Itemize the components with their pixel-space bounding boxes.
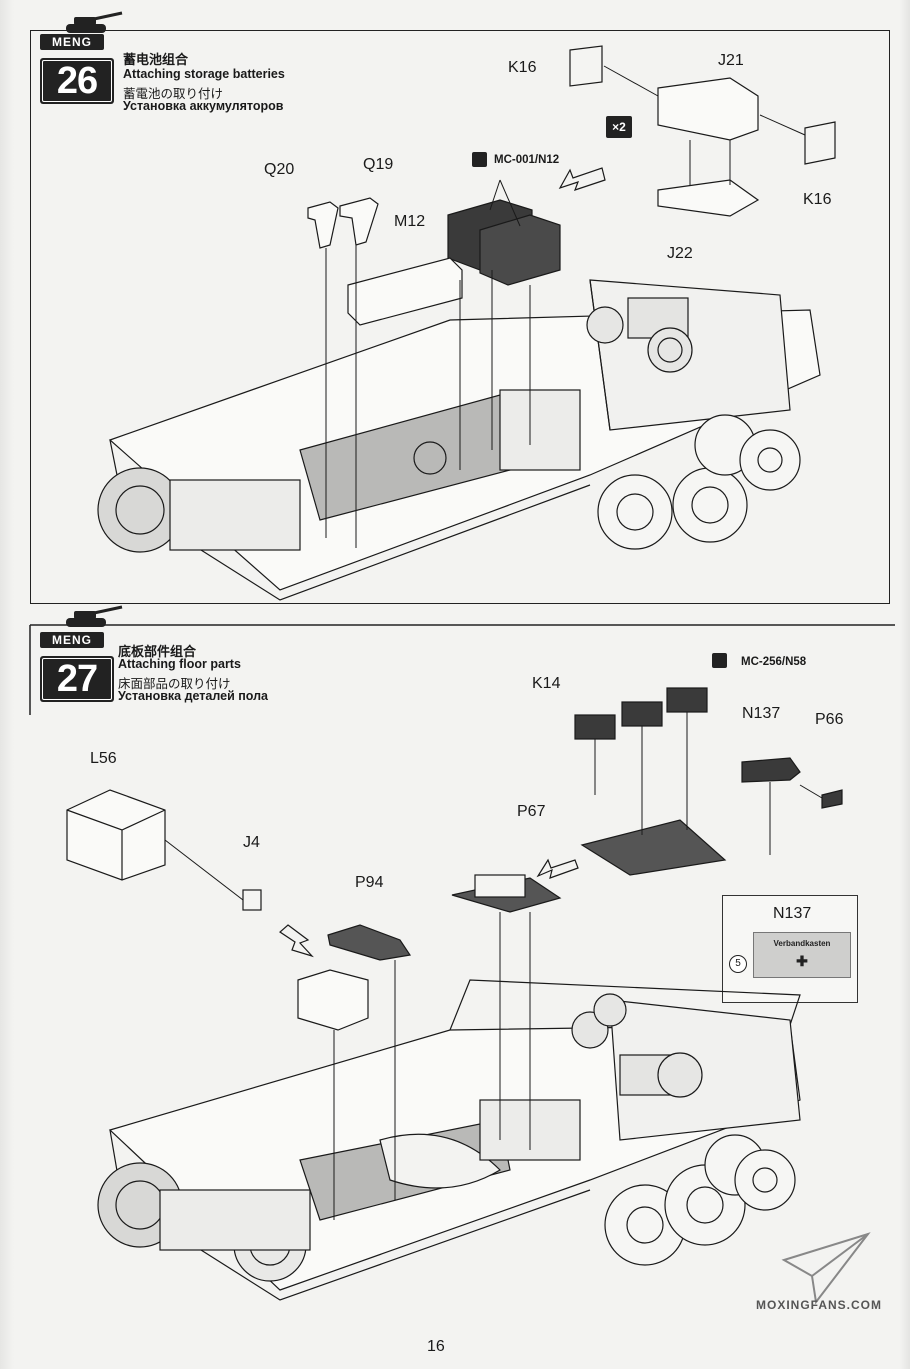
step-27-assembly-drawing [66, 687, 843, 1301]
part-label-j4: J4 [243, 834, 260, 851]
paint-code: MC-001/N12 [494, 154, 560, 166]
detail-part-label: N137 [773, 905, 812, 922]
step-number-badge: 27 [40, 656, 114, 702]
page-number: 16 [427, 1338, 445, 1355]
part-label-q19: Q19 [363, 156, 394, 173]
title-english: Attaching floor parts [118, 657, 241, 671]
step-number-badge: 26 [40, 58, 114, 104]
part-label-l56: L56 [90, 750, 117, 767]
step-26-frame [30, 30, 890, 604]
paint-code: MC-256/N58 [741, 656, 807, 668]
multiplier-badge: ×2 [606, 116, 632, 138]
part-label-n137: N137 [742, 705, 781, 722]
part-label-k16-top: K16 [508, 59, 537, 76]
part-label-q20: Q20 [264, 161, 295, 178]
step-26-assembly-drawing [97, 45, 836, 601]
title-english: Attaching storage batteries [123, 67, 285, 81]
watermark: MOXINGFANS.COM [756, 1298, 883, 1312]
paint-brush-icon [472, 152, 487, 167]
part-label-j21: J21 [718, 52, 744, 69]
title-japanese: 蓄電池の取り付け [123, 87, 224, 101]
paint-brush-icon [712, 653, 727, 668]
page-edge-shadow [900, 0, 910, 1369]
part-label-p66: P66 [815, 711, 844, 728]
title-russian: Установка аккумуляторов [123, 99, 284, 113]
part-label-k14: K14 [532, 675, 561, 692]
step-number: 26 [56, 60, 98, 102]
detail-callout-box: N137 Verbandkasten ✚ 5 [722, 895, 858, 1003]
badge-border [42, 658, 112, 700]
page-binding-shadow [0, 0, 14, 1369]
step-27-frame-lines [29, 624, 895, 715]
tank-icon [66, 11, 123, 33]
step-number: 27 [56, 658, 98, 700]
decal-text: Verbandkasten [773, 939, 831, 948]
part-label-j22: J22 [667, 245, 693, 262]
cross-icon: ✚ [796, 953, 808, 969]
brand-logo: MENG [40, 632, 104, 648]
part-label-k16-side: K16 [803, 191, 832, 208]
part-label-m12: M12 [394, 213, 426, 230]
title-japanese: 床面部品の取り付け [118, 677, 231, 691]
badge-border [42, 60, 112, 102]
paper-plane-logo-icon [781, 1232, 871, 1305]
title-russian: Установка деталей пола [118, 689, 269, 703]
part-label-p67: P67 [517, 803, 546, 820]
decal-callout-number: 5 [729, 955, 747, 973]
brand-logo: MENG [40, 34, 104, 50]
title-chinese: 底板部件组合 [118, 644, 197, 659]
decal-panel: Verbandkasten ✚ [753, 932, 851, 978]
part-label-p94: P94 [355, 874, 384, 891]
title-chinese: 蓄电池组合 [123, 52, 189, 67]
